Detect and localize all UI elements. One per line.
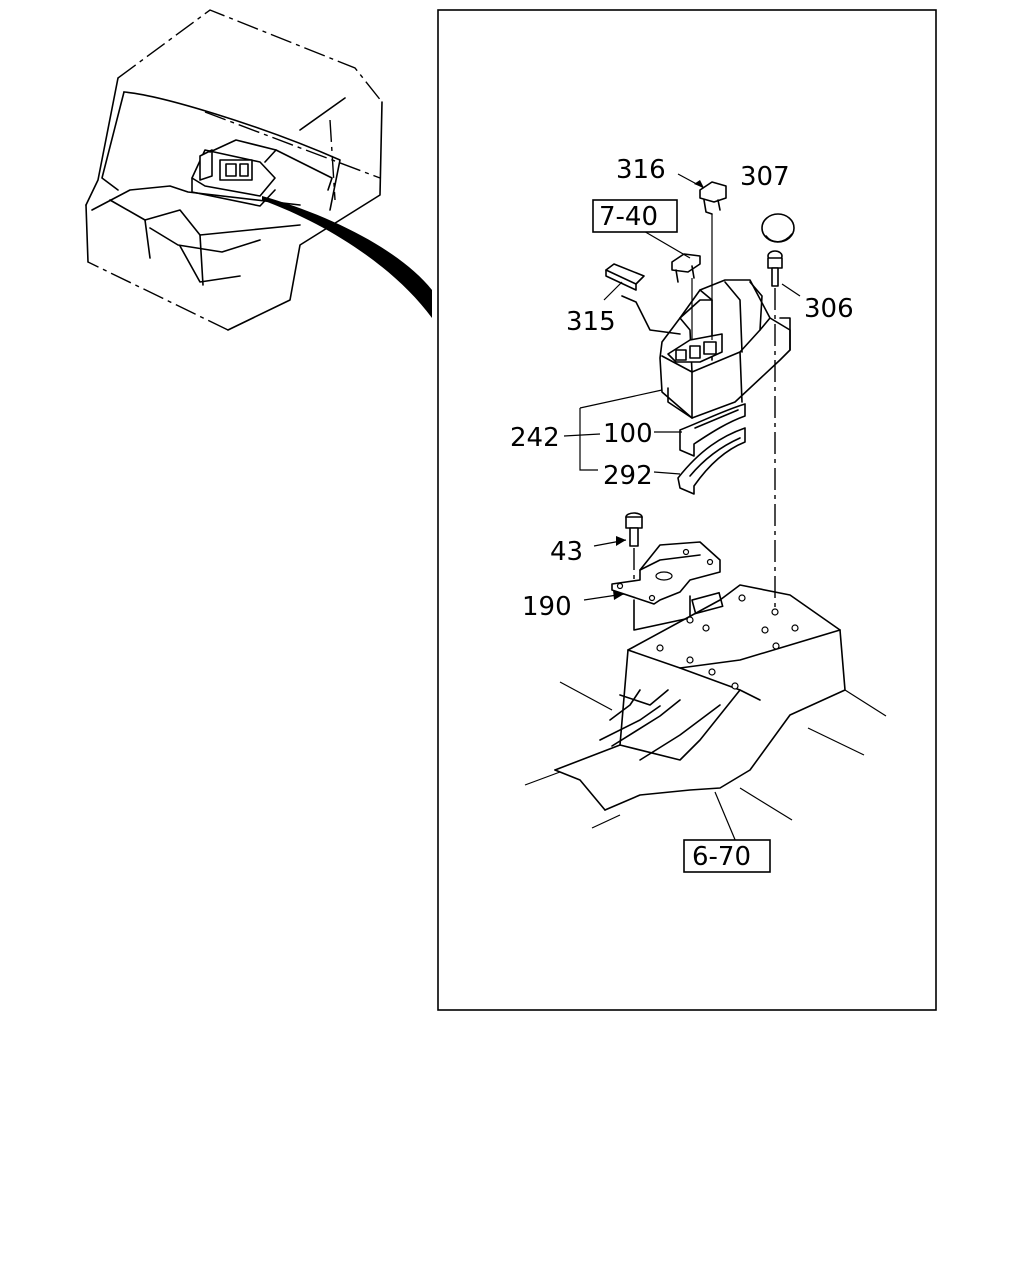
part-7-40-clip: [671, 253, 701, 340]
callout-292: 292: [603, 461, 653, 491]
callout-190: 190: [522, 592, 572, 622]
part-43-bolt: [625, 512, 643, 588]
part-307-cap: [761, 213, 795, 243]
part-190-bracket: [611, 541, 721, 631]
reference-6-70-label: 6-70: [692, 842, 751, 872]
part-315-pad: [605, 263, 681, 335]
cab-overview-illustration: [85, 9, 432, 331]
callout-306: 306: [804, 294, 854, 324]
part-306-screw: [767, 250, 783, 616]
reference-7-40[interactable]: 7-40: [592, 199, 678, 233]
detail-frame: [437, 9, 937, 1011]
callout-43: 43: [550, 537, 583, 567]
callout-242: 242: [510, 423, 560, 453]
part-292-gasket: [677, 427, 746, 495]
detail-pointer-wedge: [262, 196, 432, 318]
reference-6-70[interactable]: 6-70: [683, 839, 771, 873]
callout-307: 307: [740, 162, 790, 192]
reference-7-40-label: 7-40: [599, 202, 658, 232]
part-316-clip: [699, 181, 727, 340]
callout-100: 100: [603, 419, 653, 449]
leader-lines: [563, 173, 801, 843]
part-100-gasket: [679, 403, 746, 457]
callout-316: 316: [616, 155, 666, 185]
console-assembly: [659, 279, 791, 419]
floor-tunnel: [524, 584, 887, 829]
callout-315: 315: [566, 307, 616, 337]
